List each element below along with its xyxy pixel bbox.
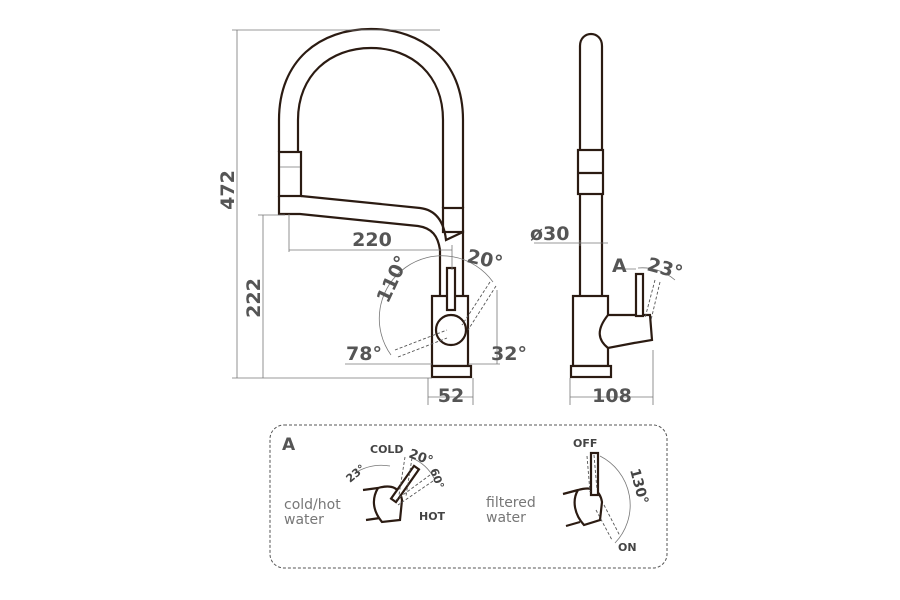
spout-arm xyxy=(277,194,465,296)
angle-right: 32° xyxy=(491,343,527,365)
base xyxy=(430,364,473,379)
side-cartridge xyxy=(598,313,654,350)
front-view xyxy=(232,27,500,405)
lever-position-left xyxy=(394,329,448,358)
mixer-lever xyxy=(389,464,421,504)
filter-lever-positions xyxy=(586,454,621,541)
dim-tube-diameter: ø30 xyxy=(530,223,570,245)
dim-spout-reach: 220 xyxy=(352,229,392,251)
label-off: OFF xyxy=(573,437,597,450)
filter-caption-1: filtered xyxy=(486,495,536,511)
sleeve-left xyxy=(277,150,303,198)
label-on: ON xyxy=(618,541,637,554)
angle-up: 20° xyxy=(465,245,505,274)
mixer-tube xyxy=(362,486,381,522)
sleeve-right xyxy=(441,206,465,234)
dim-height-total: 472 xyxy=(217,170,239,210)
side-tube-lower xyxy=(578,194,604,296)
spout-arc-outer xyxy=(277,27,465,208)
dim-line-lever-angles xyxy=(345,290,500,365)
dim-base-width: 52 xyxy=(438,385,464,407)
mixer-caption-2: water xyxy=(284,512,324,528)
dim-depth: 108 xyxy=(592,385,632,407)
dim-line-base-width xyxy=(427,378,474,405)
side-tube-top xyxy=(578,32,604,150)
detail-a-title: A xyxy=(282,435,296,455)
side-view xyxy=(534,32,676,405)
mixer-swing-arcs xyxy=(354,457,435,479)
mixer-detail xyxy=(354,456,435,524)
mixer-caption-1: cold/hot xyxy=(284,497,341,513)
side-lever-position xyxy=(644,279,661,321)
filter-caption-2: water xyxy=(486,510,526,526)
filter-swing-arc xyxy=(599,455,631,544)
detail-a-callout: A xyxy=(612,255,627,277)
angle-left: 78° xyxy=(346,343,382,365)
label-cold: COLD xyxy=(370,443,404,456)
dim-line-spout-reach xyxy=(288,214,453,270)
side-lever-angle: 23° xyxy=(645,254,685,285)
lever-swing-arc xyxy=(378,255,494,356)
lever xyxy=(445,266,457,312)
dim-line-spout-height xyxy=(258,214,285,378)
filter-tube xyxy=(562,488,581,528)
dim-line-depth xyxy=(569,350,654,405)
dim-line-tube-diameter xyxy=(534,240,608,246)
filter-lever xyxy=(589,451,600,497)
spout-arc-inner xyxy=(296,46,445,208)
detail-a-panel xyxy=(269,424,668,569)
label-hot: HOT xyxy=(419,510,446,523)
side-lever-swing-arc xyxy=(615,267,676,281)
mixer-angle-60: 60° xyxy=(427,467,446,491)
lever-position-right xyxy=(461,281,497,331)
dim-line-height-total xyxy=(232,29,440,379)
side-base xyxy=(569,364,613,379)
filter-detail xyxy=(562,451,631,544)
side-lever xyxy=(634,272,645,318)
angle-arc: 110° xyxy=(373,252,414,306)
dim-spout-height: 222 xyxy=(243,278,265,318)
handle-knob xyxy=(434,313,468,347)
mixer-angle-23: 23° xyxy=(344,462,368,485)
